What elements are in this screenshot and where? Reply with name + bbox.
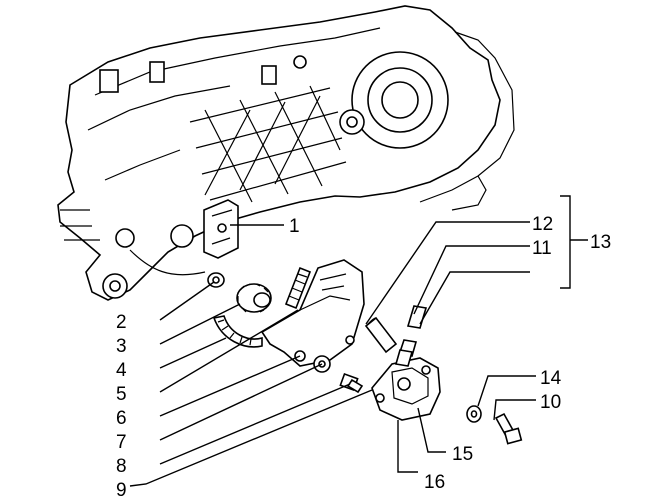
part-11-hose bbox=[398, 305, 428, 358]
label-11: 11 bbox=[532, 238, 552, 259]
part-4-chain-guide bbox=[212, 315, 263, 348]
label-5: 5 bbox=[116, 384, 127, 405]
chain-segment bbox=[284, 266, 312, 310]
label-16: 16 bbox=[424, 472, 445, 493]
part-number-labels: 1 2 3 4 5 6 7 8 9 10 11 12 13 14 15 16 bbox=[116, 214, 611, 501]
label-14: 14 bbox=[540, 368, 562, 389]
leader-lines bbox=[129, 195, 588, 487]
label-7: 7 bbox=[116, 432, 127, 453]
label-12: 12 bbox=[532, 214, 553, 235]
part-12-hose bbox=[364, 316, 398, 354]
part-8-bolt bbox=[339, 372, 364, 394]
part-5-pump-cover bbox=[260, 259, 365, 373]
label-15: 15 bbox=[452, 444, 473, 465]
part-14-washer bbox=[466, 405, 482, 423]
label-8: 8 bbox=[116, 456, 127, 477]
label-4: 4 bbox=[116, 360, 127, 381]
part-1-bracket bbox=[203, 199, 239, 259]
label-6: 6 bbox=[116, 408, 127, 429]
label-2: 2 bbox=[116, 312, 127, 333]
part-3-gear bbox=[236, 283, 272, 313]
label-13: 13 bbox=[590, 232, 611, 253]
label-3: 3 bbox=[116, 336, 127, 357]
oil-pump-body bbox=[371, 349, 441, 421]
crankcase-housing bbox=[57, 5, 515, 301]
part-10-bolt bbox=[494, 412, 523, 445]
label-10: 10 bbox=[540, 392, 561, 413]
label-1: 1 bbox=[289, 216, 300, 237]
label-9: 9 bbox=[116, 480, 127, 501]
